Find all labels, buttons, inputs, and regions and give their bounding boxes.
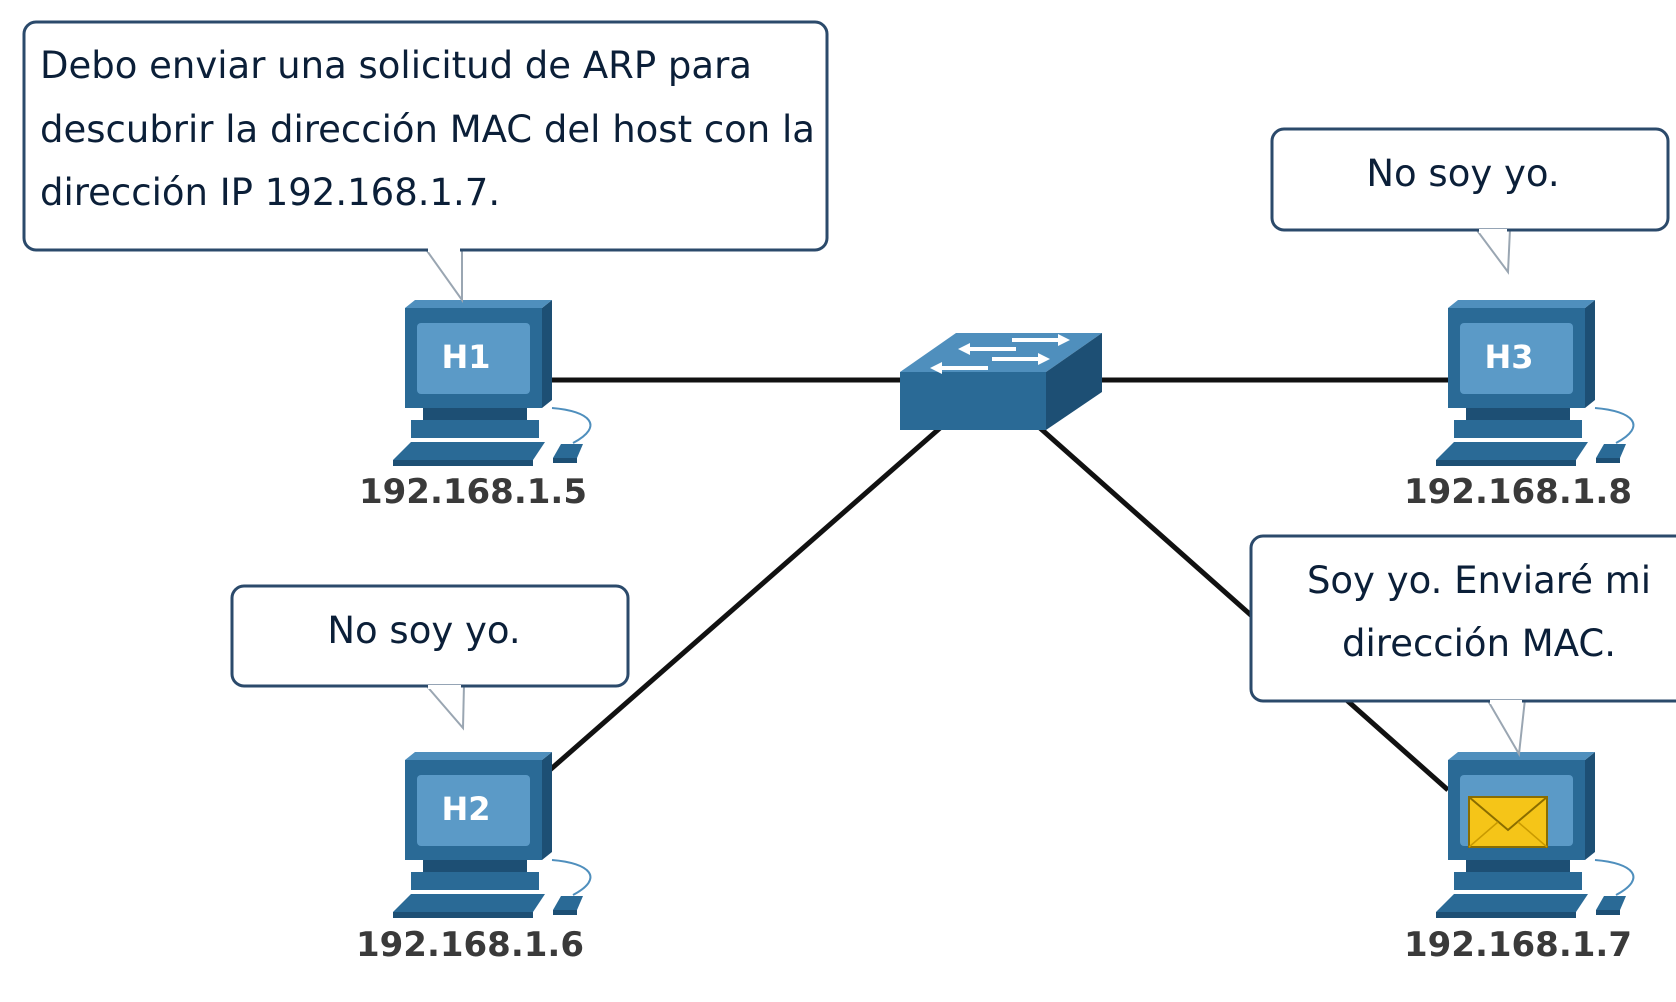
- bubble-h2-line-1: No soy yo.: [327, 609, 520, 652]
- speech-bubble-h4: Soy yo. Enviaré mi dirección MAC.: [1249, 534, 1676, 758]
- bubble-h4-line-2: dirección MAC.: [1342, 622, 1616, 665]
- desktop-computer-icon: [392, 299, 592, 467]
- bubble-h4-line-1: Soy yo. Enviaré mi: [1307, 559, 1651, 602]
- desktop-computer-icon: [392, 751, 592, 919]
- host-h3: H3 192.168.1.8: [1404, 299, 1635, 512]
- host-h1: H1 192.168.1.5: [359, 299, 592, 512]
- speech-bubble-h2: No soy yo.: [230, 584, 630, 731]
- bubble-h3-line-1: No soy yo.: [1366, 152, 1559, 195]
- bubble-h1-line-2: descubrir la dirección MAC del host con …: [40, 108, 815, 151]
- network-switch-icon: [900, 333, 1102, 430]
- host-h1-name: H1: [441, 338, 490, 376]
- bubble-h1-line-3: dirección IP 192.168.1.7.: [40, 171, 500, 214]
- host-h3-ip: 192.168.1.8: [1404, 472, 1632, 512]
- host-h1-ip: 192.168.1.5: [359, 472, 587, 512]
- cable-switch-h4: [1038, 426, 1450, 792]
- host-h2-name: H2: [441, 790, 490, 828]
- desktop-computer-icon: [1435, 299, 1635, 467]
- speech-bubble-h1: Debo enviar una solicitud de ARP para de…: [22, 20, 829, 304]
- host-h3-name: H3: [1484, 338, 1533, 376]
- speech-bubble-h3: No soy yo.: [1270, 127, 1670, 275]
- host-h4-ip: 192.168.1.7: [1404, 925, 1632, 965]
- bubble-h1-line-1: Debo enviar una solicitud de ARP para: [40, 44, 752, 87]
- host-h2-ip: 192.168.1.6: [356, 925, 584, 965]
- cable-h2-switch: [541, 426, 942, 778]
- host-h2: H2 192.168.1.6: [356, 751, 592, 965]
- envelope-icon: [1468, 796, 1548, 848]
- host-h4: 192.168.1.7: [1404, 751, 1635, 965]
